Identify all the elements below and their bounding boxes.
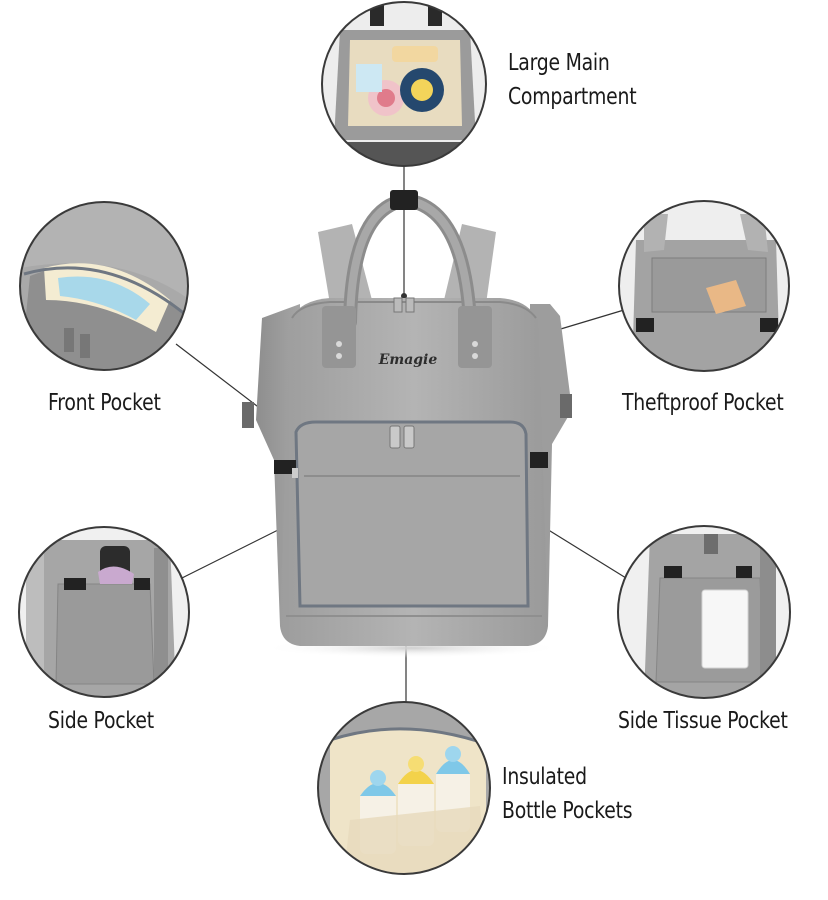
tissue-pocket-detail [617, 525, 791, 699]
side-tissue-pocket-label: Side Tissue Pocket [618, 708, 788, 734]
side-pocket-label: Side Pocket [48, 708, 154, 734]
handle-tab-left [322, 306, 356, 368]
handle-clip [390, 190, 418, 210]
front-pocket-label: Front Pocket [48, 390, 161, 416]
front-pocket-detail [19, 201, 189, 371]
right-shoulder-strap [444, 224, 496, 304]
side-pocket-detail [18, 526, 190, 698]
main-compartment-label: Large Main Compartment [508, 50, 637, 110]
brand-logo: Emagie [378, 352, 438, 368]
theftproof-pocket-label: Theftproof Pocket [622, 390, 784, 416]
callout-line-side [181, 525, 287, 579]
callout-line-tissue [541, 525, 627, 579]
bottle-pockets-detail [317, 701, 491, 875]
backpack-main [242, 190, 572, 658]
front-pocket-panel [294, 420, 530, 608]
main-compartment-detail [321, 1, 487, 167]
theftproof-pocket-detail [618, 200, 790, 372]
bottle-pockets-label: Insulated Bottle Pockets [502, 764, 633, 824]
handle-tab-right [458, 306, 492, 368]
